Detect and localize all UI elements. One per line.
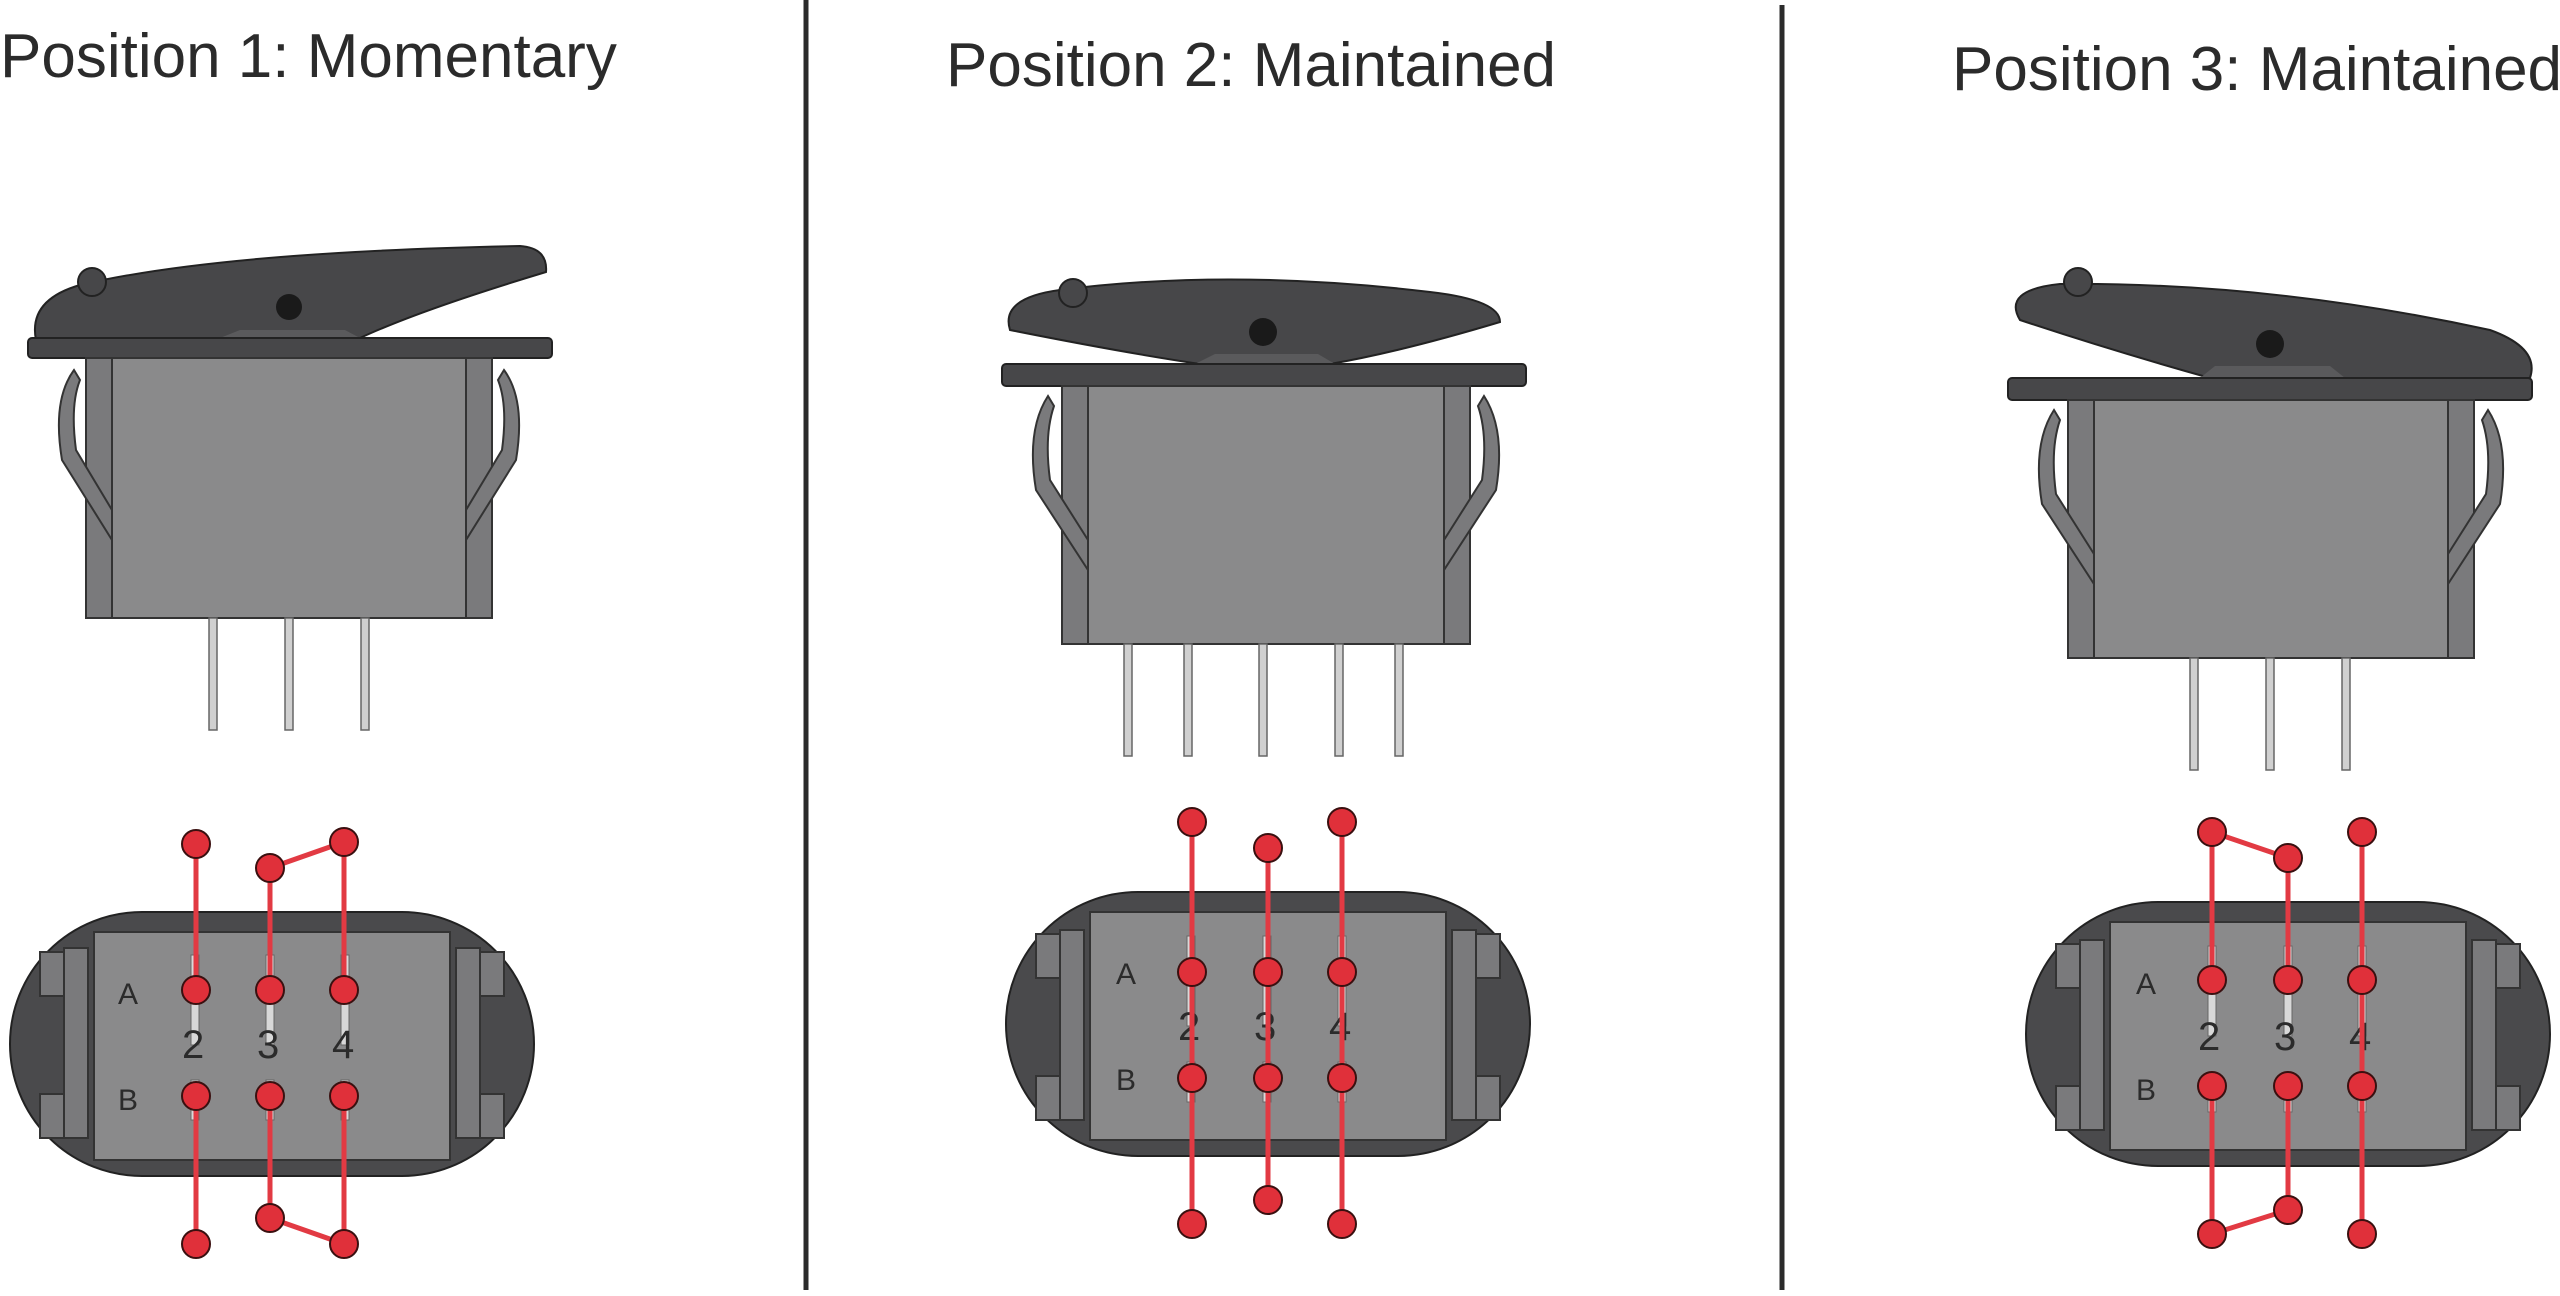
mounting-clip-left [1031, 394, 1089, 574]
terminal-dots [1177, 807, 1357, 1239]
mounting-clip-right [2447, 408, 2505, 588]
bezel [1001, 363, 1527, 387]
housing-body [85, 357, 493, 619]
pivot-base [1195, 354, 1335, 364]
pin-label-3: 3 [1254, 1005, 1276, 1049]
row-label-a: A [118, 978, 138, 1011]
panel-title: Position 2: Maintained [946, 31, 1556, 100]
panel-position-3: Position 3: Maintained [1952, 35, 2560, 1249]
switch-back-view: A B 2 3 4 [9, 827, 535, 1259]
switch-back-view: A B 2 3 4 [1005, 807, 1531, 1239]
mounting-clip-left [2037, 408, 2095, 588]
mounting-clip-right [1443, 394, 1501, 574]
row-label-a: A [2136, 968, 2156, 1001]
bezel [2007, 377, 2533, 401]
switch-side-view [2007, 267, 2533, 771]
terminal-pins [208, 617, 370, 731]
pivot-dot [2256, 330, 2284, 358]
wiring [2209, 829, 2365, 1237]
row-label-b: B [1116, 1064, 1136, 1097]
pivot-dot [1249, 318, 1277, 346]
row-label-a: A [1116, 958, 1136, 991]
panel-title: Position 3: Maintained [1952, 35, 2560, 104]
pivot-dot [276, 294, 302, 320]
switch-back-view: A B 2 3 4 [2025, 817, 2551, 1249]
row-label-b: B [118, 1084, 138, 1117]
pivot-base [220, 330, 360, 338]
switch-side-view [1001, 278, 1527, 757]
mounting-clip-right [465, 368, 521, 544]
terminal-pins [2189, 657, 2351, 771]
rocker-nub [77, 267, 107, 297]
pin-label-3: 3 [257, 1023, 279, 1067]
mounting-clip-left [57, 368, 113, 544]
terminal-dots [2197, 817, 2377, 1249]
rocker-nub [2063, 267, 2093, 297]
row-label-b: B [2136, 1074, 2156, 1107]
switch-side-view [27, 244, 553, 731]
terminal-pins [1123, 643, 1404, 757]
panel-position-1: Position 1: Momentary [0, 22, 617, 1259]
housing-body [1061, 385, 1471, 645]
housing-body [2067, 399, 2475, 659]
wiring [193, 839, 347, 1247]
rocker-nub [1058, 278, 1088, 308]
pin-label-3: 3 [2274, 1015, 2296, 1059]
wiring [1189, 822, 1345, 1224]
pivot-base [2200, 366, 2345, 378]
pin-label-2: 2 [2198, 1015, 2220, 1059]
pin-label-2: 2 [182, 1023, 204, 1067]
terminal-dots [181, 827, 359, 1259]
bezel [27, 337, 553, 359]
panel-title: Position 1: Momentary [0, 22, 617, 91]
panel-position-2: Position 2: Maintained [946, 31, 1556, 1239]
pin-label-2: 2 [1178, 1005, 1200, 1049]
pin-label-4: 4 [332, 1023, 354, 1067]
rocker-actuator [34, 244, 548, 342]
